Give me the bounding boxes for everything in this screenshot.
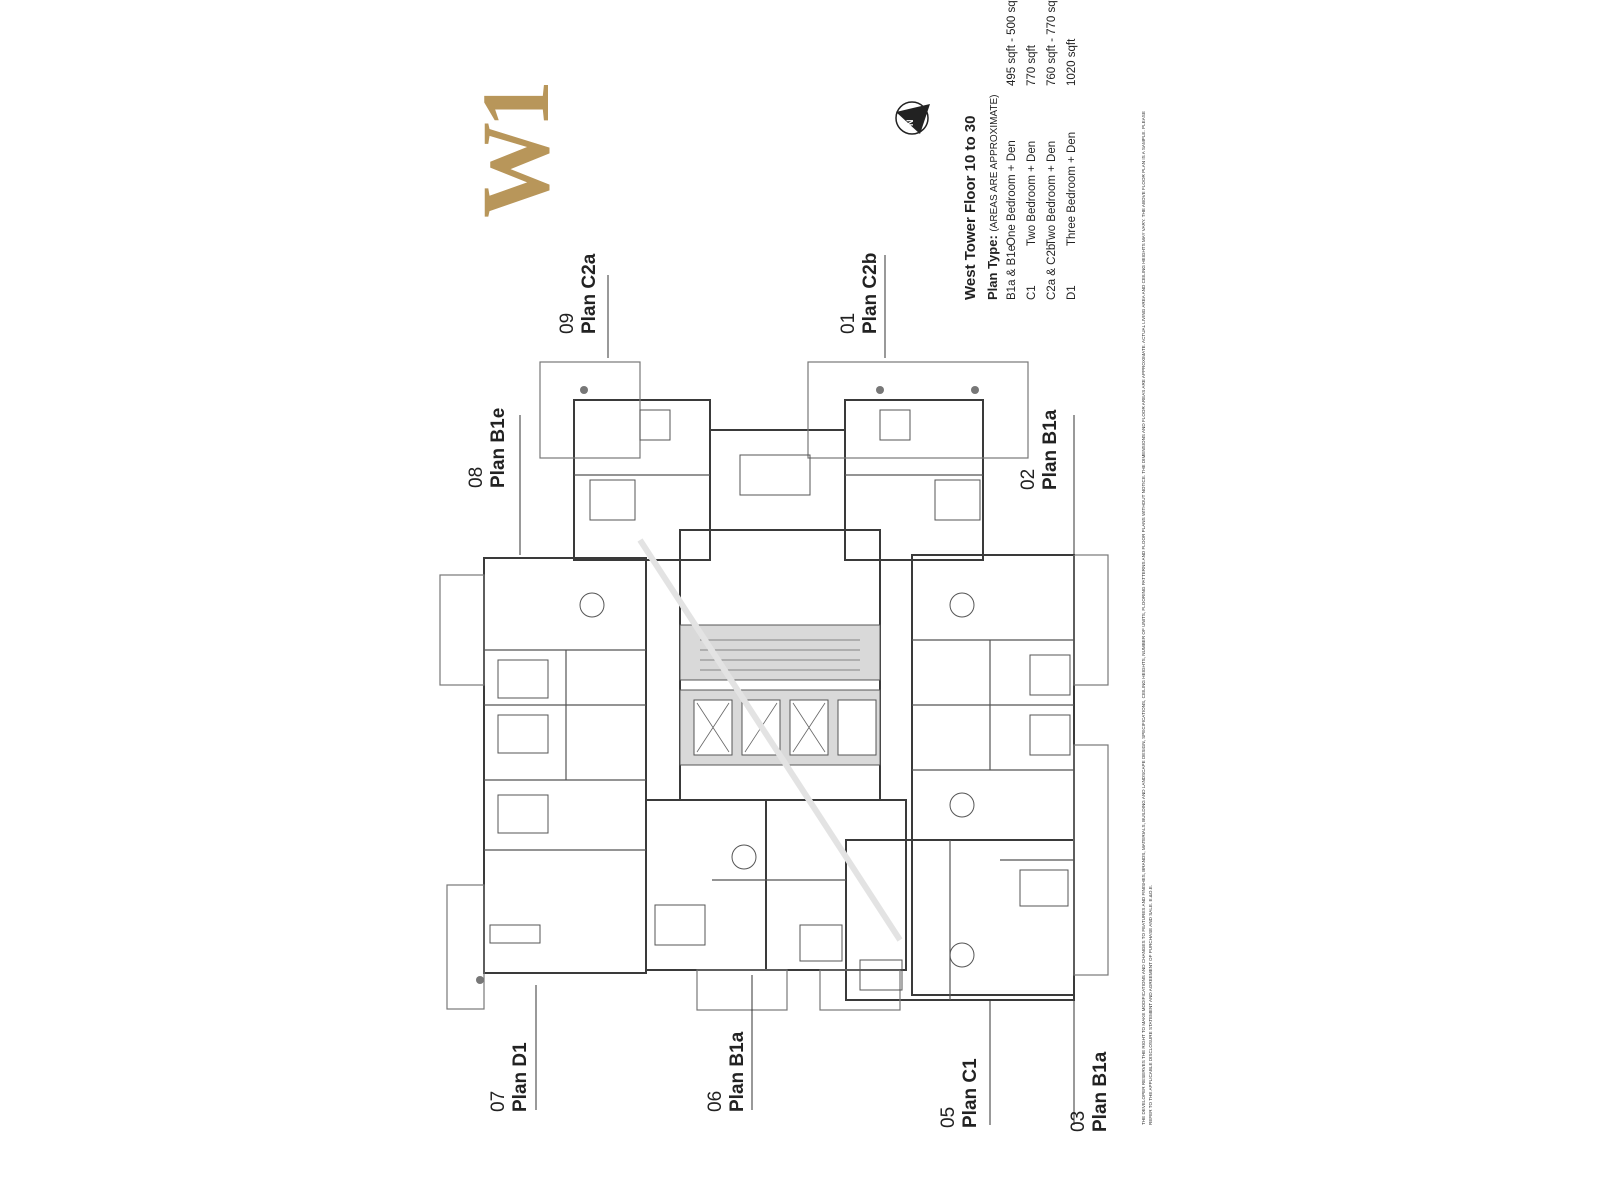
north-label: N bbox=[905, 119, 915, 127]
plan-type-legend: West Tower Floor 10 to 30 Plan Type: (AR… bbox=[962, 0, 1086, 300]
wing-west bbox=[483, 557, 647, 974]
unit-05a-outline bbox=[765, 799, 907, 971]
north-corridor bbox=[709, 429, 846, 531]
wing-east bbox=[911, 554, 1075, 996]
legend-row: D1 Three Bedroom + Den 1020 sqft bbox=[1066, 38, 1078, 300]
unit-05-outline bbox=[845, 839, 1075, 1001]
legend-row: B1a & B1e One Bedroom + Den 495 sqft - 5… bbox=[1006, 0, 1018, 300]
disclaimer-text: THE DEVELOPER RESERVES THE RIGHT TO MAKE… bbox=[1141, 111, 1153, 1125]
brand-logo: W1 bbox=[462, 86, 569, 218]
north-arrow-icon bbox=[895, 101, 930, 135]
legend-subtitle: Plan Type: (AREAS ARE APPROXIMATE) bbox=[985, 94, 1000, 300]
legend-row: C1 Two Bedroom + Den 770 sqft bbox=[1026, 45, 1038, 300]
legend-title: West Tower Floor 10 to 30 bbox=[962, 115, 979, 300]
legend-row: C2a & C2b Two Bedroom + Den 760 sqft - 7… bbox=[1046, 0, 1058, 300]
